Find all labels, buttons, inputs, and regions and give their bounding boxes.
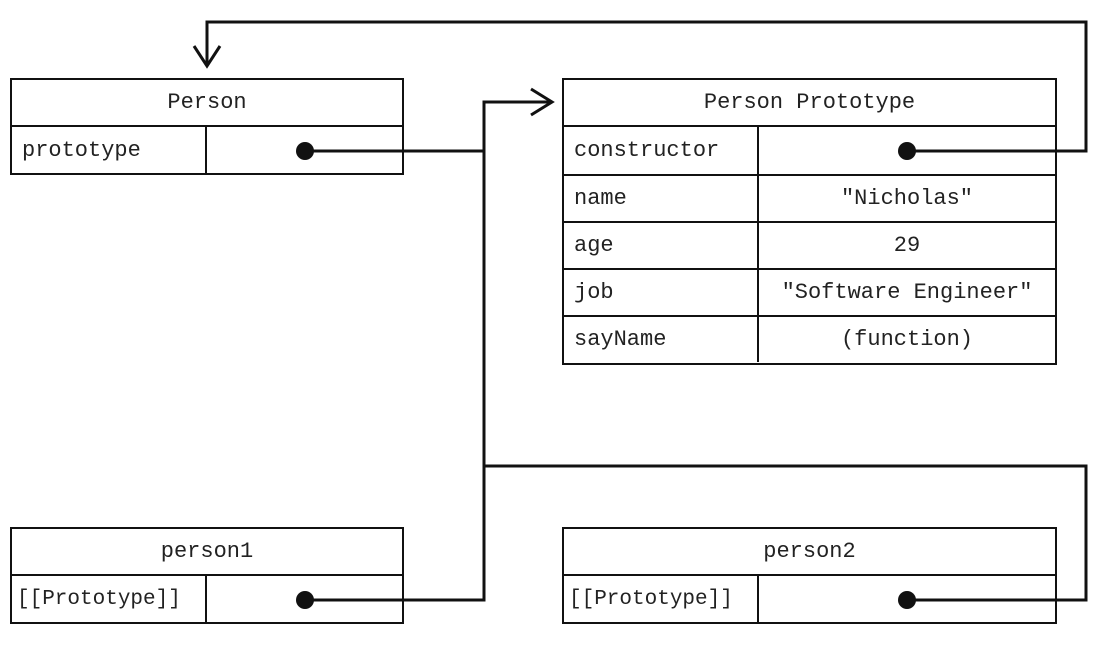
person1-row-prototype: [[Prototype]] [12, 576, 402, 623]
person2-title: person2 [564, 529, 1055, 576]
person-prototype-title: Person Prototype [564, 80, 1055, 127]
proto-key-age: age [564, 223, 759, 268]
proto-value-sayname: (function) [840, 327, 974, 352]
constructor-arrowhead [192, 45, 222, 69]
person2-row-prototype: [[Prototype]] [564, 576, 1055, 623]
proto-value-name: "Nicholas" [840, 186, 974, 211]
proto-row-job: job "Software Engineer" [564, 268, 1055, 315]
proto-value-age: 29 [893, 233, 921, 258]
person1-value-prototype [207, 576, 402, 623]
person1-key-prototype: [[Prototype]] [12, 576, 207, 623]
proto-row-name: name "Nicholas" [564, 174, 1055, 221]
proto-row-constructor: constructor [564, 127, 1055, 174]
person-prototype-box: Person Prototype constructor name "Nicho… [562, 78, 1057, 365]
person2-key-prototype: [[Prototype]] [564, 576, 759, 623]
prototype-arrowhead [530, 87, 555, 117]
proto-key-name: name [564, 176, 759, 221]
person-box: Person prototype [10, 78, 404, 175]
person1-box: person1 [[Prototype]] [10, 527, 404, 624]
person2-value-prototype [759, 576, 1055, 623]
proto-value-constructor [759, 127, 1055, 174]
person1-title: person1 [12, 529, 402, 576]
person-value-prototype [207, 127, 402, 174]
proto-key-sayname: sayName [564, 317, 759, 362]
person-key-prototype: prototype [12, 127, 207, 174]
proto-row-sayname: sayName (function) [564, 315, 1055, 362]
proto-row-age: age 29 [564, 221, 1055, 268]
person2-box: person2 [[Prototype]] [562, 527, 1057, 624]
person-title: Person [12, 80, 402, 127]
proto-key-job: job [564, 270, 759, 315]
proto-value-job: "Software Engineer" [781, 280, 1033, 305]
proto-key-constructor: constructor [564, 127, 759, 174]
person-row-prototype: prototype [12, 127, 402, 174]
